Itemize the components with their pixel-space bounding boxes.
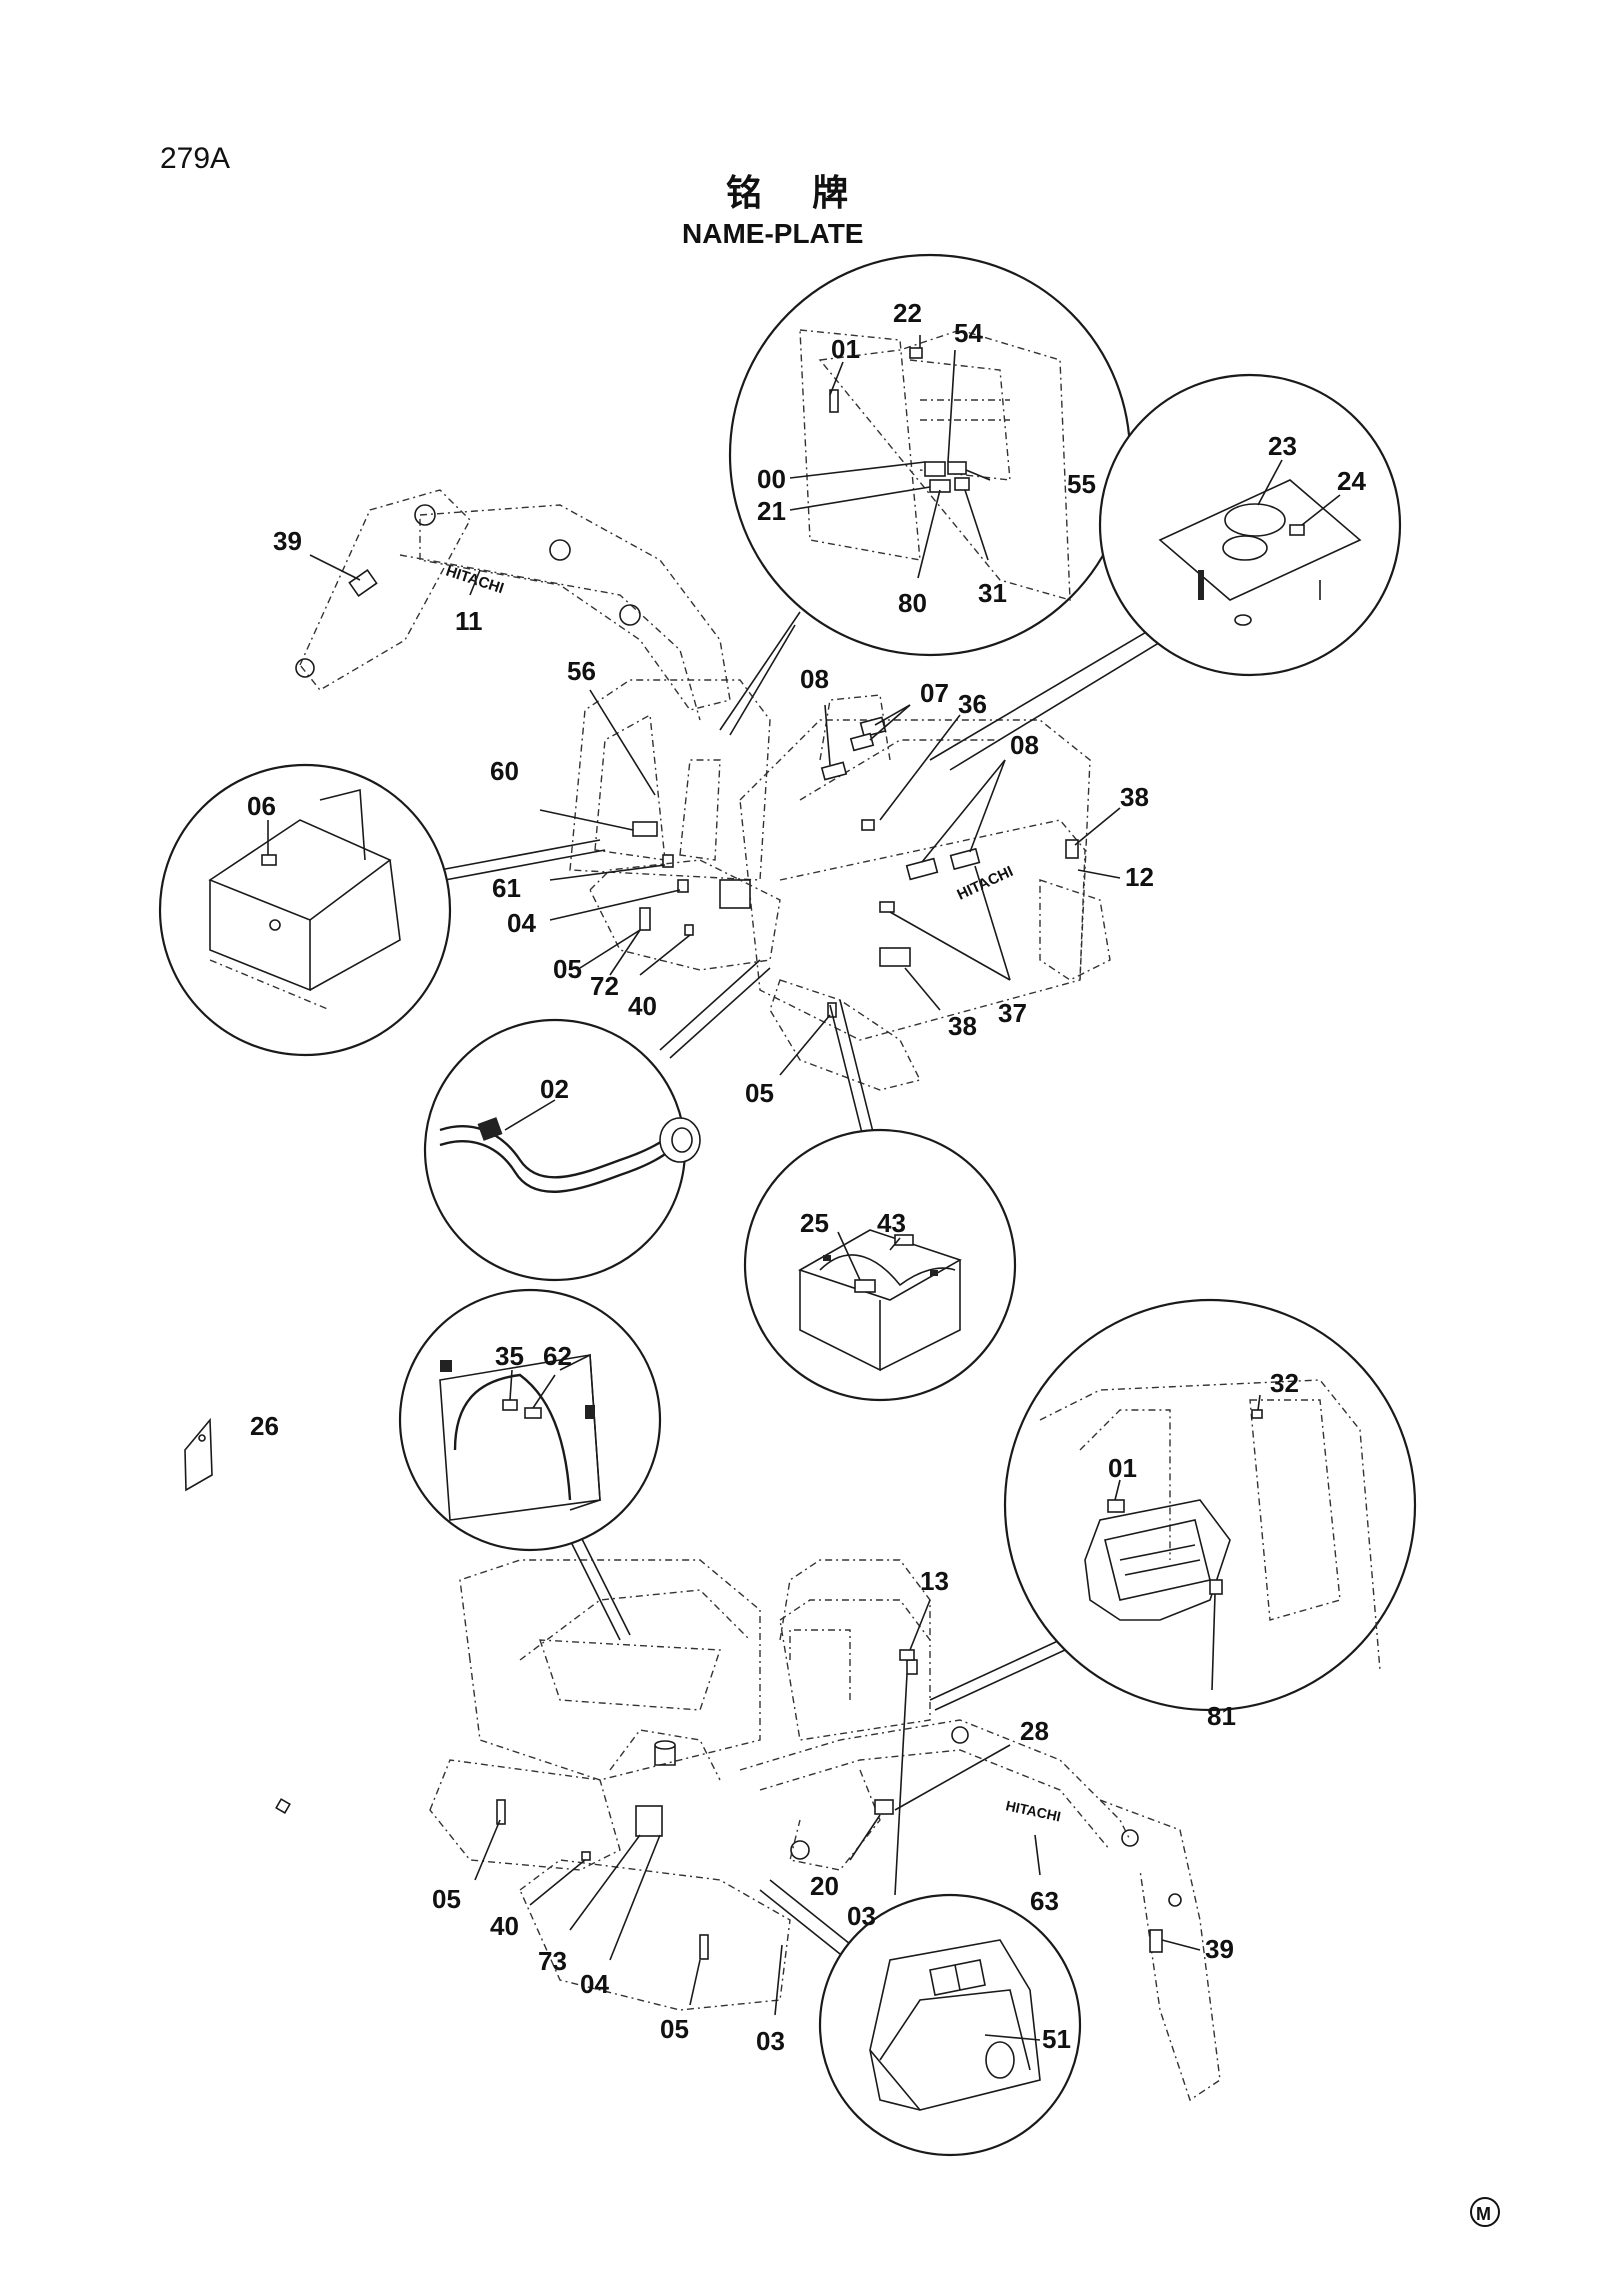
lower-cab bbox=[779, 1559, 931, 1661]
detail-circle-cab-interior bbox=[728, 253, 1132, 657]
callout-36: 36 bbox=[958, 689, 987, 719]
upper-tracks bbox=[589, 859, 1111, 1091]
callout-51: 51 bbox=[1042, 2024, 1071, 2054]
callout-37: 37 bbox=[998, 998, 1027, 1028]
title-chinese: 铭 牌 bbox=[726, 173, 848, 214]
lower-tracks bbox=[275, 1759, 791, 2011]
callout-39: 39 bbox=[273, 526, 302, 556]
callout-81: 81 bbox=[1207, 1701, 1236, 1731]
callout-73: 73 bbox=[538, 1946, 567, 1976]
detail-circle-electrical-box bbox=[158, 763, 452, 1057]
callout-40: 40 bbox=[628, 991, 657, 1021]
callout-21: 21 bbox=[757, 496, 786, 526]
callout-40-b: 40 bbox=[490, 1911, 519, 1941]
detail-circle-tool-box bbox=[818, 1893, 1082, 2157]
callout-72: 72 bbox=[590, 971, 619, 1001]
callout-43: 43 bbox=[877, 1208, 906, 1238]
callout-35: 35 bbox=[495, 1341, 524, 1371]
callout-32: 32 bbox=[1270, 1368, 1299, 1398]
callout-24: 24 bbox=[1337, 466, 1366, 496]
lower-body bbox=[459, 1559, 931, 1837]
callout-61: 61 bbox=[492, 873, 521, 903]
callout-07: 07 bbox=[920, 678, 949, 708]
callout-05: 05 bbox=[553, 954, 582, 984]
callout-63: 63 bbox=[1030, 1886, 1059, 1916]
callout-03: 03 bbox=[847, 1901, 876, 1931]
callout-00: 00 bbox=[757, 464, 786, 494]
upper-boom-arm: HITACHI bbox=[295, 489, 731, 721]
detail-circle-battery bbox=[743, 1128, 1017, 1402]
callout-numbers: 22 54 01 00 55 21 80 31 23 24 39 11 56 0… bbox=[247, 298, 1366, 2056]
callout-leaders bbox=[267, 335, 1341, 2041]
callout-25: 25 bbox=[800, 1208, 829, 1238]
callout-26: 26 bbox=[250, 1411, 279, 1441]
callout-39-b: 39 bbox=[1205, 1934, 1234, 1964]
callout-04: 04 bbox=[507, 908, 536, 938]
callout-01-b: 01 bbox=[1108, 1453, 1137, 1483]
boom-brand-mark-lower: HITACHI bbox=[1004, 1797, 1062, 1824]
callout-55: 55 bbox=[1067, 469, 1096, 499]
callout-08: 08 bbox=[800, 664, 829, 694]
callout-56: 56 bbox=[567, 656, 596, 686]
callout-28: 28 bbox=[1020, 1716, 1049, 1746]
detail-circle-intake-hose bbox=[423, 1018, 701, 1282]
callout-22: 22 bbox=[893, 298, 922, 328]
callout-31: 31 bbox=[978, 578, 1007, 608]
callout-12: 12 bbox=[1125, 862, 1154, 892]
callout-13: 13 bbox=[920, 1566, 949, 1596]
footer-circled-mark: M bbox=[1470, 2197, 1500, 2227]
boom-brand-mark-upper: HITACHI bbox=[444, 563, 506, 598]
page-code: 279A bbox=[160, 142, 230, 175]
callout-02: 02 bbox=[540, 1074, 569, 1104]
footer-mark-letter: M bbox=[1476, 2204, 1491, 2224]
title-english: NAME-PLATE bbox=[682, 218, 863, 249]
callout-80: 80 bbox=[898, 588, 927, 618]
callout-11: 11 bbox=[455, 606, 483, 636]
callout-38-b: 38 bbox=[948, 1011, 977, 1041]
callout-60: 60 bbox=[490, 756, 519, 786]
detail-circle-controller bbox=[1098, 373, 1402, 677]
callout-05-b: 05 bbox=[745, 1078, 774, 1108]
callout-38: 38 bbox=[1120, 782, 1149, 812]
callout-03-b: 03 bbox=[756, 2026, 785, 2056]
detail-circle-operator-console bbox=[1003, 1298, 1417, 1712]
upper-cab bbox=[569, 679, 771, 881]
callout-04-b: 04 bbox=[580, 1969, 609, 1999]
callout-54: 54 bbox=[954, 318, 983, 348]
callout-20: 20 bbox=[810, 1871, 839, 1901]
callout-01: 01 bbox=[831, 334, 860, 364]
callout-23: 23 bbox=[1268, 431, 1297, 461]
callout-05-c: 05 bbox=[432, 1884, 461, 1914]
callout-06: 06 bbox=[247, 791, 276, 821]
callout-62: 62 bbox=[543, 1341, 572, 1371]
callout-08-b: 08 bbox=[1010, 730, 1039, 760]
detail-circle-radiator bbox=[398, 1288, 662, 1552]
callout-05-d: 05 bbox=[660, 2014, 689, 2044]
tag-part-26 bbox=[184, 1417, 213, 1492]
